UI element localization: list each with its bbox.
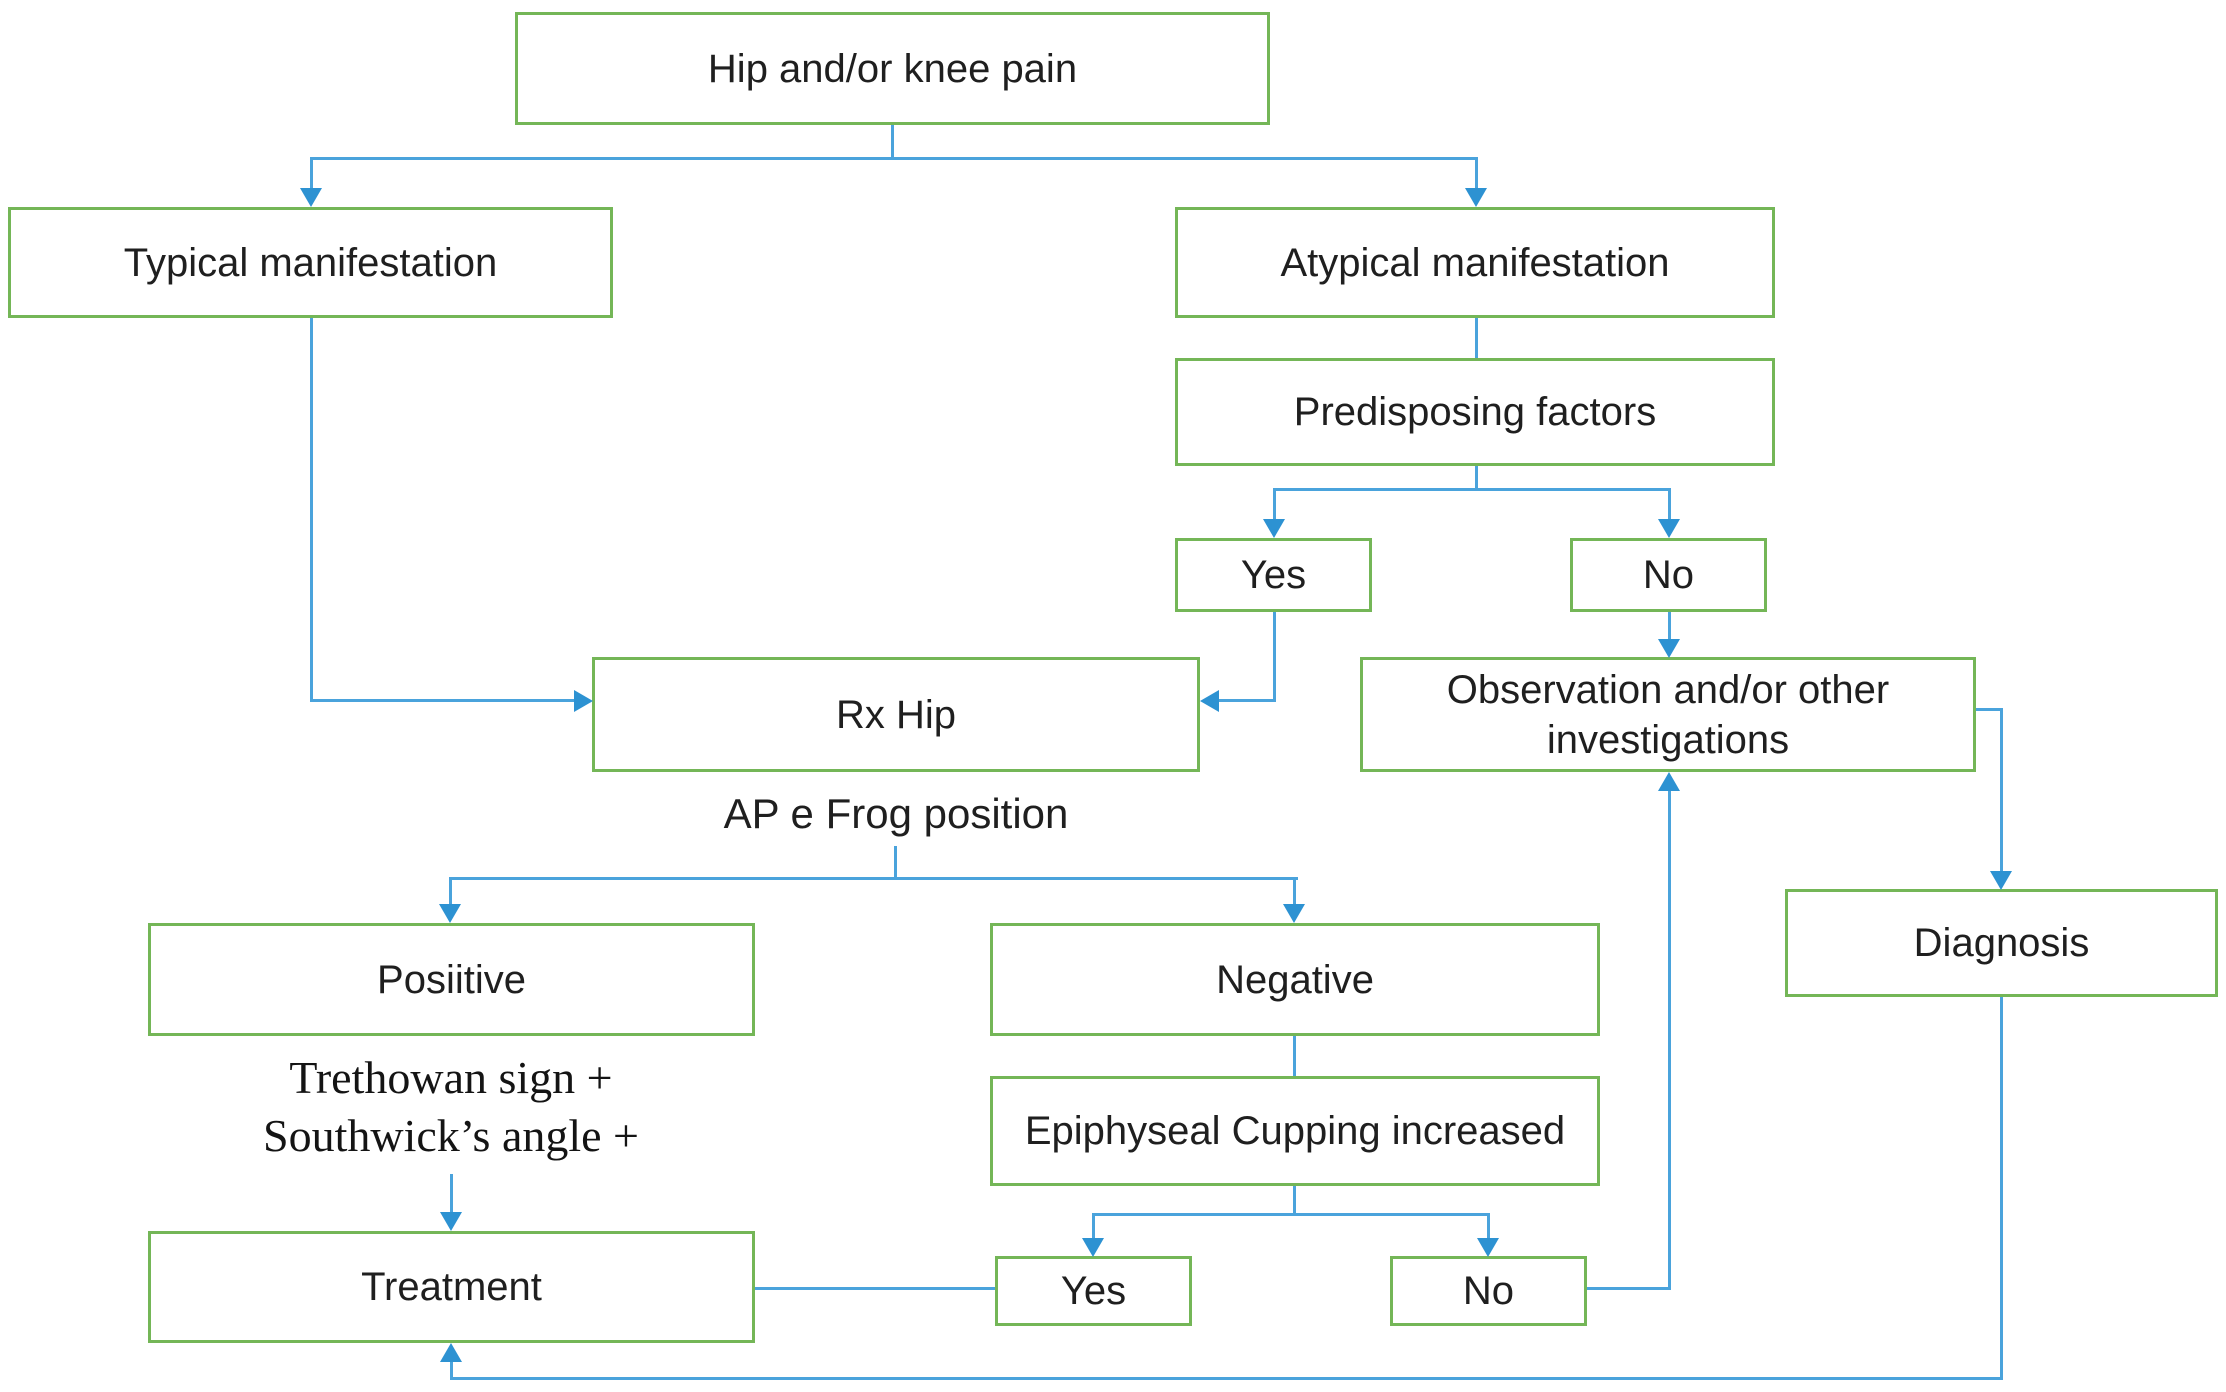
arrowhead-to-treatment-top <box>440 1212 462 1231</box>
connector-no2-right <box>1587 1287 1671 1290</box>
connector-to-no2 <box>1487 1213 1490 1239</box>
node-cupping-yes: Yes <box>995 1256 1192 1326</box>
connector-predisposing-stub <box>1475 466 1478 491</box>
arrowhead-to-atypical <box>1465 188 1487 207</box>
connector-to-typical <box>310 157 313 189</box>
node-predisposing-no: No <box>1570 538 1767 612</box>
arrowhead-into-treatment-bottom <box>440 1343 462 1362</box>
arrowhead-to-typical <box>300 188 322 207</box>
connector-to-yes2 <box>1092 1213 1095 1239</box>
connector-up-to-observation <box>1668 790 1671 1290</box>
connector-top-branch <box>310 157 1478 160</box>
connector-observation-right <box>1976 708 2003 711</box>
node-atypical-manifestation: Atypical manifestation <box>1175 207 1775 318</box>
arrowhead-into-rxhip-right <box>1200 690 1219 712</box>
connector-signs-down <box>450 1174 453 1214</box>
node-negative: Negative <box>990 923 1600 1036</box>
label-ap-frog-position: AP e Frog position <box>723 790 1069 837</box>
node-epiphyseal-cupping: Epiphyseal Cupping increased <box>990 1076 1600 1186</box>
connector-down-to-diagnosis <box>2000 708 2003 872</box>
node-predisposing-factors: Predisposing factors <box>1175 358 1775 466</box>
label-southwick-angle: Southwick’s angle + <box>262 1110 640 1161</box>
arrowhead-to-positive <box>439 904 461 923</box>
arrowhead-into-observation-bottom <box>1658 772 1680 791</box>
connector-epiphyseal-branch <box>1092 1213 1490 1216</box>
connector-to-positive <box>449 877 452 905</box>
connector-to-yes1 <box>1273 488 1276 520</box>
connector-yes1-left <box>1218 699 1276 702</box>
arrowhead-to-diagnosis <box>1990 871 2012 890</box>
arrowhead-to-observation-top <box>1658 639 1680 658</box>
node-cupping-no: No <box>1390 1256 1587 1326</box>
node-hip-pain: Hip and/or knee pain <box>515 12 1270 125</box>
connector-negative-epiphyseal <box>1293 1036 1296 1076</box>
connector-treatment-yes2 <box>755 1287 995 1290</box>
connector-typical-down <box>310 318 313 702</box>
node-typical-manifestation: Typical manifestation <box>8 207 613 318</box>
connector-typical-right <box>310 699 576 702</box>
arrowhead-to-negative <box>1283 904 1305 923</box>
connector-to-no1 <box>1668 488 1671 520</box>
connector-apfrog-stub <box>894 846 897 879</box>
connector-bottom-return <box>450 1377 2003 1380</box>
connector-to-negative <box>1293 877 1296 905</box>
node-rx-hip: Rx Hip <box>592 657 1200 772</box>
connector-apfrog-branch <box>449 877 1298 880</box>
connector-no1-down <box>1668 612 1671 640</box>
node-diagnosis: Diagnosis <box>1785 889 2218 997</box>
connector-hip-stub <box>891 125 894 159</box>
arrowhead-into-rxhip-left <box>574 690 593 712</box>
node-predisposing-yes: Yes <box>1175 538 1372 612</box>
connector-epiphyseal-stub <box>1293 1186 1296 1215</box>
arrowhead-to-no1 <box>1658 519 1680 538</box>
connector-to-atypical <box>1475 157 1478 189</box>
connector-diagnosis-down <box>2000 997 2003 1380</box>
node-treatment: Treatment <box>148 1231 755 1343</box>
arrowhead-to-yes2 <box>1082 1238 1104 1257</box>
connector-predisposing-branch <box>1273 488 1671 491</box>
arrowhead-to-yes1 <box>1263 519 1285 538</box>
node-positive: Posiitive <box>148 923 755 1036</box>
arrowhead-to-no2 <box>1477 1238 1499 1257</box>
connector-return-up <box>450 1361 453 1379</box>
connector-atypical-predisposing <box>1475 318 1478 358</box>
connector-yes1-down <box>1273 612 1276 702</box>
label-trethowan-sign: Trethowan sign + <box>289 1052 613 1103</box>
node-observation: Observation and/or other investigations <box>1360 657 1976 772</box>
